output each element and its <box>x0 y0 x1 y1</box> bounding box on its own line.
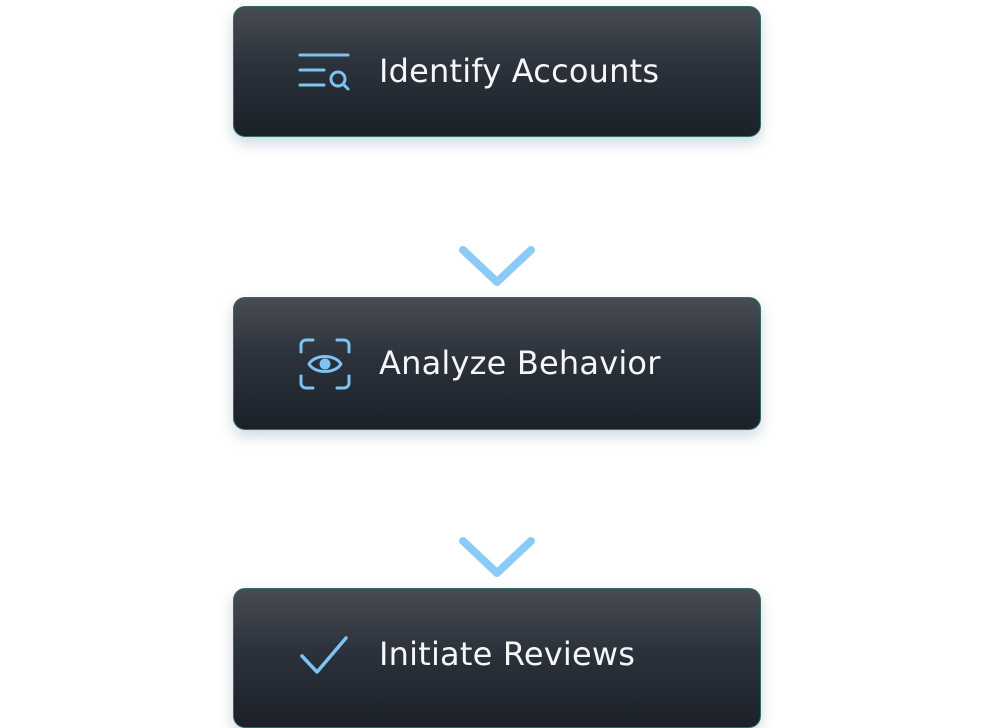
arrow-down-connector <box>456 146 538 292</box>
list-search-icon <box>298 46 352 100</box>
check-icon <box>298 627 352 681</box>
step-label: Initiate Reviews <box>379 635 636 673</box>
arrow-down-connector <box>456 437 538 583</box>
step-initiate-reviews: Initiate Reviews <box>233 588 761 728</box>
step-analyze-behavior: Analyze Behavior <box>233 297 761 430</box>
step-identify-accounts: Identify Accounts <box>233 6 761 137</box>
step-label: Identify Accounts <box>379 52 660 90</box>
eye-scan-icon <box>298 337 352 391</box>
step-label: Analyze Behavior <box>379 344 661 382</box>
